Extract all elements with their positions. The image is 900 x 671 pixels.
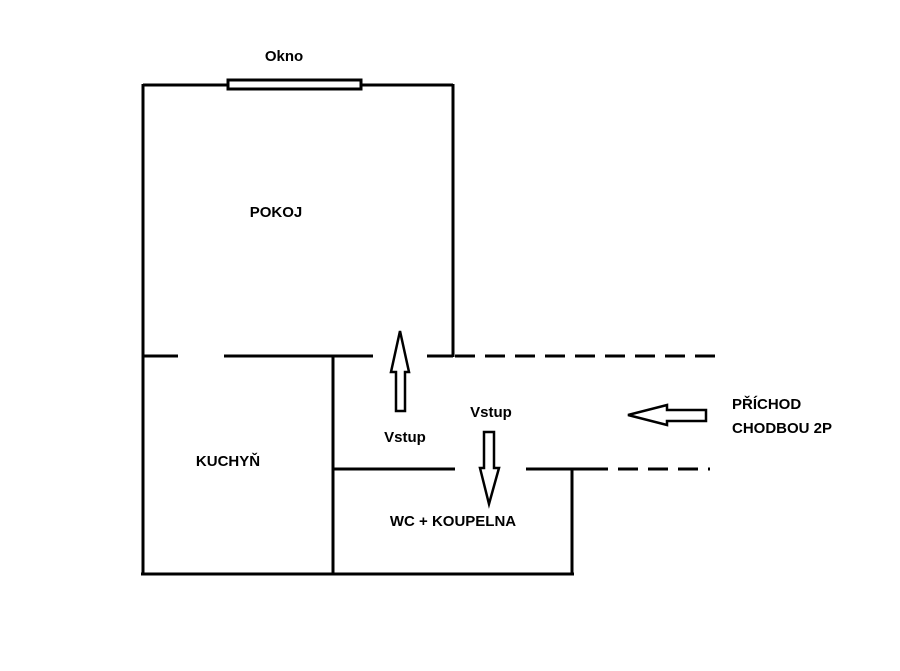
label-vstup-wc: Vstup (470, 404, 512, 421)
room-pokoj-walls (141, 83, 455, 575)
window (226, 78, 363, 91)
arrow-up-icon (389, 330, 411, 413)
label-wc-koupelna: WC + KOUPELNA (390, 513, 516, 530)
label-window: Okno (265, 48, 303, 65)
arrow-left-icon (627, 403, 708, 427)
arrow-down-icon (478, 430, 501, 509)
label-pokoj: POKOJ (250, 204, 303, 221)
label-vstup-pokoj: Vstup (384, 429, 426, 446)
label-prichod-line2: CHODBOU 2P (732, 420, 832, 437)
label-prichod-line1: PŘÍCHOD (732, 395, 801, 413)
label-kuchyn: KUCHYŇ (196, 452, 260, 470)
